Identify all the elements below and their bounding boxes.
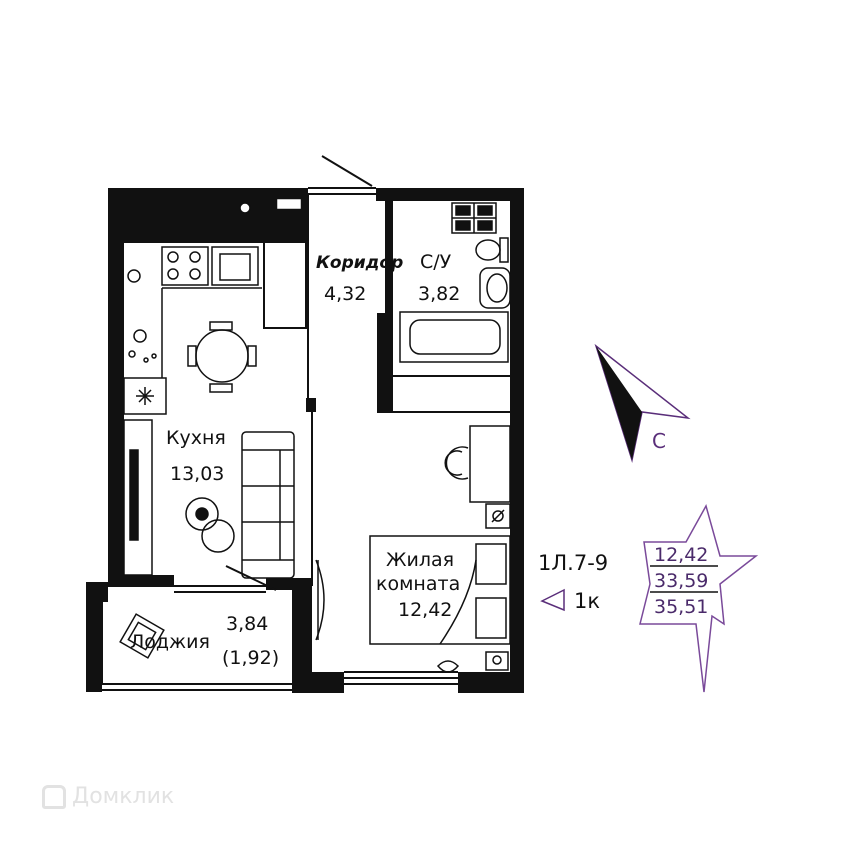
wall-mid-vertical bbox=[292, 586, 312, 693]
washbasin bbox=[479, 267, 511, 309]
bathroom-label: С/У bbox=[420, 251, 452, 273]
room-count: 1к bbox=[574, 589, 600, 613]
wall-bottom-right bbox=[458, 672, 524, 693]
compass-letter: С bbox=[652, 429, 666, 453]
bathtub bbox=[399, 311, 509, 363]
watermark: Домклик bbox=[42, 784, 174, 809]
wall-top-right bbox=[376, 188, 524, 201]
wall-loggia-top bbox=[86, 582, 108, 602]
area-legend: 12,42 33,59 35,51 bbox=[639, 504, 759, 693]
wall-left bbox=[108, 188, 124, 583]
legend-living-area: 12,42 bbox=[654, 544, 708, 566]
wall-loggia-left bbox=[86, 582, 102, 692]
sofa bbox=[241, 431, 295, 579]
living-room-label-line2: комната bbox=[376, 573, 460, 595]
loggia-chair bbox=[119, 613, 165, 659]
fridge bbox=[123, 377, 167, 415]
toilet bbox=[475, 239, 501, 261]
kitchen-label: Кухня bbox=[166, 427, 226, 449]
legend-area-with-loggia: 35,51 bbox=[654, 596, 708, 618]
wall-bath-left-lower bbox=[377, 313, 393, 413]
loggia-area: 3,84 bbox=[226, 613, 268, 635]
dining-table bbox=[195, 329, 249, 383]
compass-arrow-icon bbox=[594, 343, 691, 463]
loggia-label: Лоджия bbox=[130, 631, 210, 653]
wall-bath-left bbox=[385, 201, 393, 313]
walls bbox=[86, 188, 524, 693]
wall-kitchen-bottom bbox=[108, 575, 174, 587]
wall-right bbox=[510, 188, 524, 693]
corridor-area: 4,32 bbox=[324, 283, 366, 305]
desk bbox=[469, 425, 511, 503]
room-count-triangle-icon bbox=[540, 588, 565, 612]
living-room-label-line1: Жилая bbox=[386, 549, 454, 571]
living-room-area: 12,42 bbox=[398, 599, 452, 621]
living-furniture bbox=[315, 425, 511, 673]
stove bbox=[161, 246, 209, 286]
house-icon bbox=[42, 784, 66, 809]
bathroom-area: 3,82 bbox=[418, 283, 460, 305]
wall-kitchen-bottom-right bbox=[266, 578, 312, 590]
kitchen-area: 13,03 bbox=[170, 463, 224, 485]
legend-total-area: 33,59 bbox=[654, 570, 708, 592]
wall-top-left bbox=[108, 188, 308, 243]
kitchen-furniture bbox=[123, 199, 301, 579]
loggia-area-reduced: (1,92) bbox=[222, 647, 279, 669]
legend-star-shape bbox=[639, 504, 759, 693]
bathroom-fixtures bbox=[399, 202, 511, 363]
sink bbox=[211, 246, 259, 286]
watermark-text: Домклик bbox=[72, 784, 175, 809]
unit-code: 1Л.7-9 bbox=[538, 551, 608, 575]
wall-corridor-stub bbox=[306, 398, 316, 412]
corridor-label: Коридор bbox=[316, 253, 403, 273]
compass: С bbox=[594, 343, 691, 463]
